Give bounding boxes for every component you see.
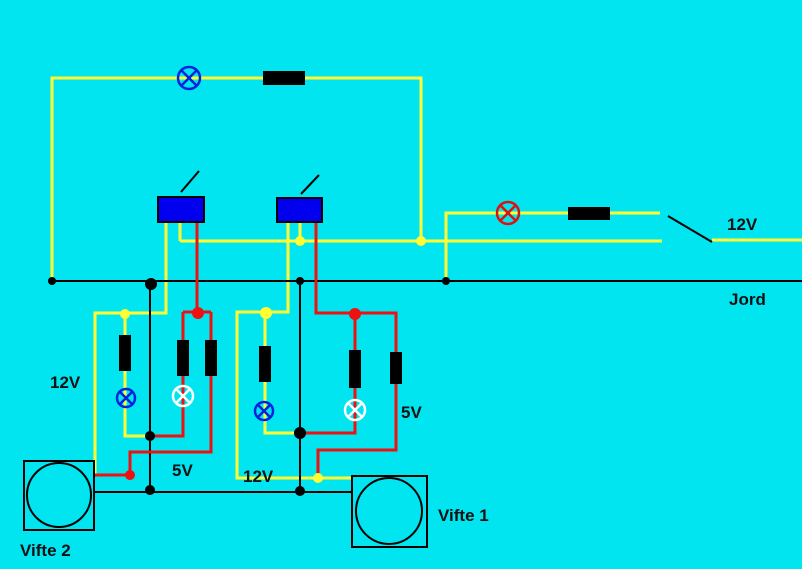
resistor-icon <box>568 207 610 220</box>
resistors <box>119 71 610 388</box>
junction-dot <box>296 277 304 285</box>
lamp-x-circle-icon <box>253 400 275 422</box>
relay-contact-icon <box>180 170 200 193</box>
resistor-icon <box>259 346 271 382</box>
junction-dot <box>125 470 135 480</box>
resistor-icon <box>177 340 189 376</box>
resistor-icon <box>119 335 131 371</box>
lamps <box>115 65 521 422</box>
lamp-x-circle-icon <box>115 387 137 409</box>
lamp-x-circle-icon <box>171 384 195 408</box>
label-ground: Jord <box>729 290 766 309</box>
junction-dot <box>294 427 306 439</box>
lamp-x-circle-icon <box>343 398 367 422</box>
junction-dot <box>145 431 155 441</box>
relay-coil-icon <box>276 197 323 223</box>
wires-12v <box>50 76 802 480</box>
fan-2 <box>23 460 95 531</box>
junctions-ground <box>48 277 450 496</box>
junction-dot <box>349 308 361 320</box>
relay-right <box>276 174 323 223</box>
label-left-12v: 12V <box>50 373 81 392</box>
label-fan-1: Vifte 1 <box>438 506 489 525</box>
junctions-12v <box>120 236 426 483</box>
label-center-12v: 12V <box>243 467 274 486</box>
junctions-5v <box>125 307 361 480</box>
switch-icon <box>667 215 713 243</box>
junction-dot <box>313 473 323 483</box>
relay-contact-icon <box>300 174 320 195</box>
fan-motor-icon <box>26 462 92 528</box>
junction-dot <box>145 278 157 290</box>
wires-ground <box>52 280 802 493</box>
label-left-5v: 5V <box>172 461 193 480</box>
resistor-icon <box>349 350 361 388</box>
junction-dot <box>295 486 305 496</box>
junction-dot <box>295 236 305 246</box>
label-right-5v: 5V <box>401 403 422 422</box>
junction-dot <box>145 485 155 495</box>
junction-dot <box>120 309 130 319</box>
junction-dot <box>442 277 450 285</box>
junction-dot <box>192 307 204 319</box>
label-supply-12v: 12V <box>727 215 758 234</box>
resistor-icon <box>205 340 217 376</box>
junction-dot <box>48 277 56 285</box>
fan-motor-icon <box>355 477 423 545</box>
fan-housing <box>351 475 428 548</box>
fan-1 <box>351 475 428 548</box>
relay-coil-icon <box>157 196 205 223</box>
lamp-x-circle-icon <box>176 65 202 91</box>
resistor-icon <box>390 352 402 384</box>
lamp-x-circle-icon <box>495 200 521 226</box>
relay-left <box>157 170 205 223</box>
junction-dot <box>416 236 426 246</box>
junction-dot <box>260 307 272 319</box>
fan-housing <box>23 460 95 531</box>
resistor-icon <box>263 71 305 85</box>
label-fan-2: Vifte 2 <box>20 541 71 560</box>
